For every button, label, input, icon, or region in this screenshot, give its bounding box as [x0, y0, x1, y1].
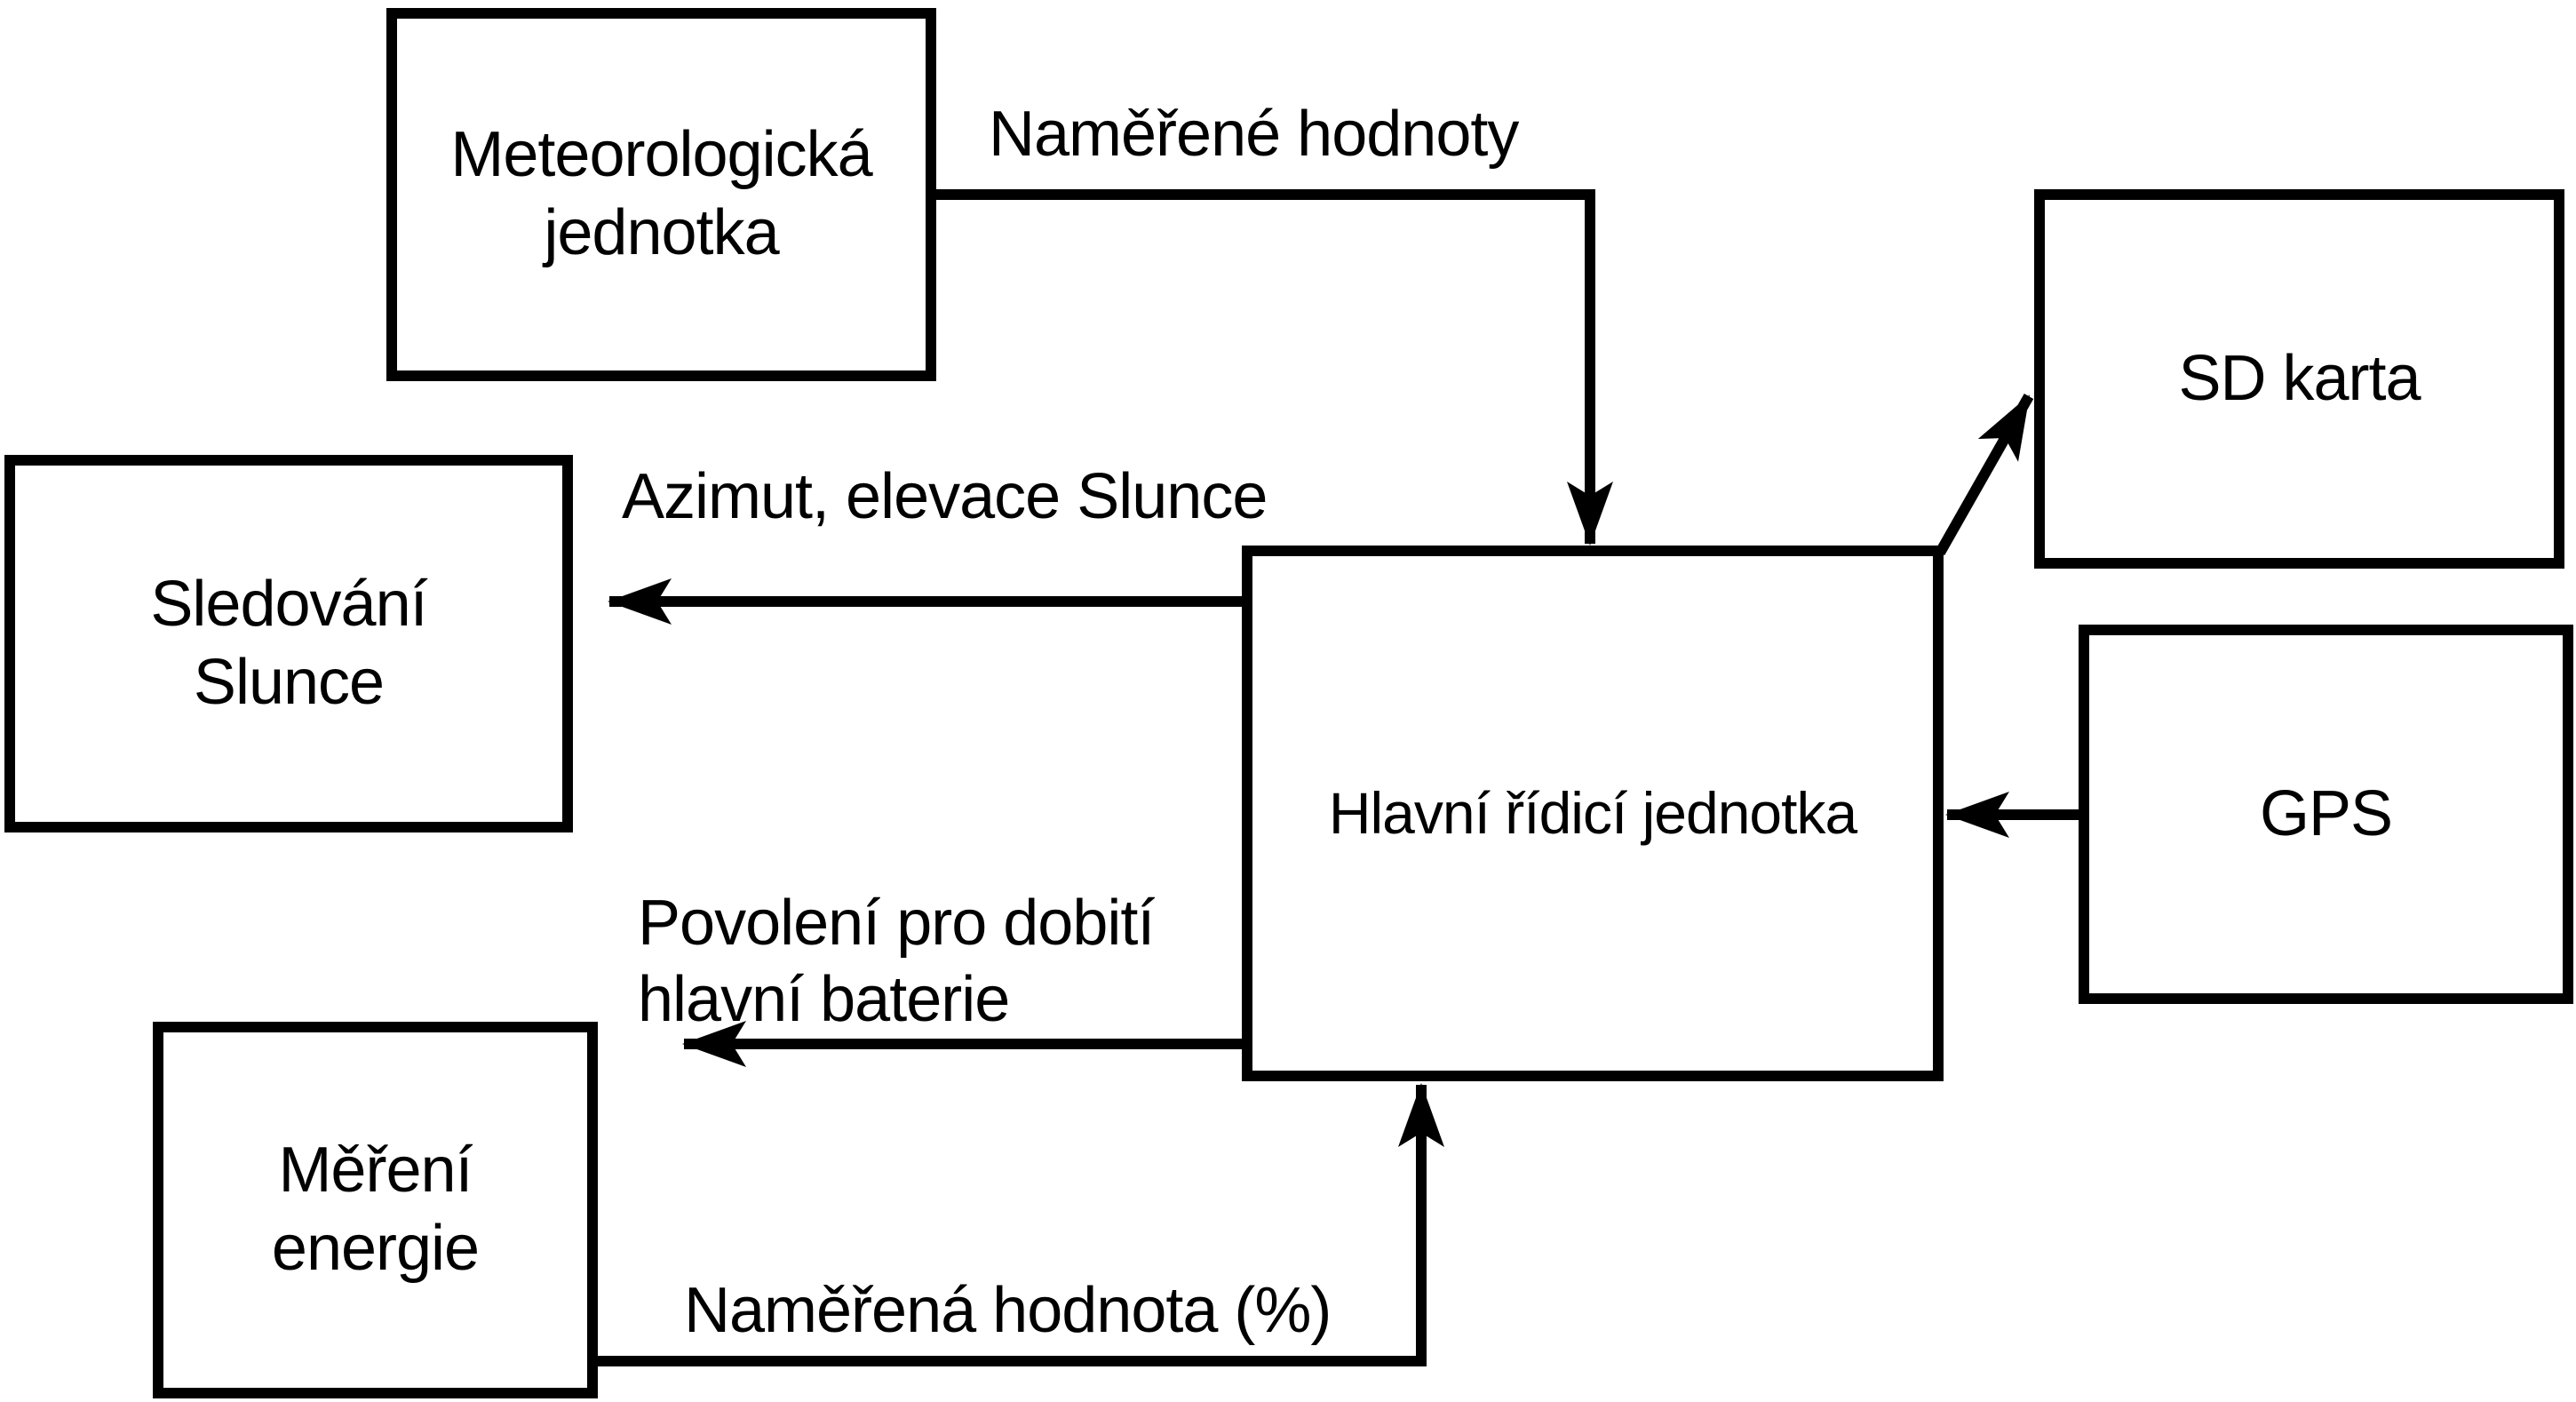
node-meteorological-unit-label-line1: Meteorologická: [450, 119, 872, 191]
node-energy-metering: Měření energie: [153, 1022, 598, 1398]
node-energy-metering-label-line2: energie: [271, 1213, 480, 1284]
node-gps: GPS: [2079, 625, 2573, 1004]
arrow-energy-to-main: [598, 1083, 1444, 1366]
edge-label-measured-values: Naměřené hodnoty: [989, 99, 1519, 170]
node-energy-metering-label-line1: Měření: [278, 1135, 473, 1207]
edge-label-charge-permission-line2: hlavní baterie: [638, 964, 1010, 1036]
edge-label-charge-permission-line1: Povolení pro dobití: [638, 888, 1155, 959]
node-meteorological-unit-label-line2: jednotka: [544, 197, 779, 268]
edge-label-measured-value-percent: Naměřená hodnota (%): [684, 1275, 1332, 1346]
node-meteorological-unit-label: Meteorologická jednotka: [450, 116, 872, 273]
node-meteorological-unit: Meteorologická jednotka: [386, 8, 936, 381]
node-sd-card-label: SD karta: [2178, 342, 2421, 414]
node-sun-tracking-label: Sledování Slunce: [150, 566, 427, 722]
node-main-control-unit-label: Hlavní řídicí jednotka: [1328, 780, 1857, 847]
node-sun-tracking: Sledování Slunce: [4, 455, 573, 832]
node-energy-metering-label: Měření energie: [271, 1132, 480, 1288]
node-sun-tracking-label-line1: Sledování: [150, 568, 427, 640]
edge-label-charge-permission: Povolení pro dobití hlavní baterie: [638, 885, 1155, 1039]
node-gps-label: GPS: [2259, 777, 2393, 849]
node-main-control-unit: Hlavní řídicí jednotka: [1242, 546, 1944, 1081]
arrow-meteo-to-main: [935, 189, 1613, 546]
node-sun-tracking-label-line2: Slunce: [193, 646, 385, 718]
edge-label-azimuth-elevation: Azimut, elevace Slunce: [622, 461, 1268, 532]
arrow-main-to-sd-card: [1935, 394, 2034, 555]
node-sd-card: SD karta: [2034, 189, 2564, 569]
